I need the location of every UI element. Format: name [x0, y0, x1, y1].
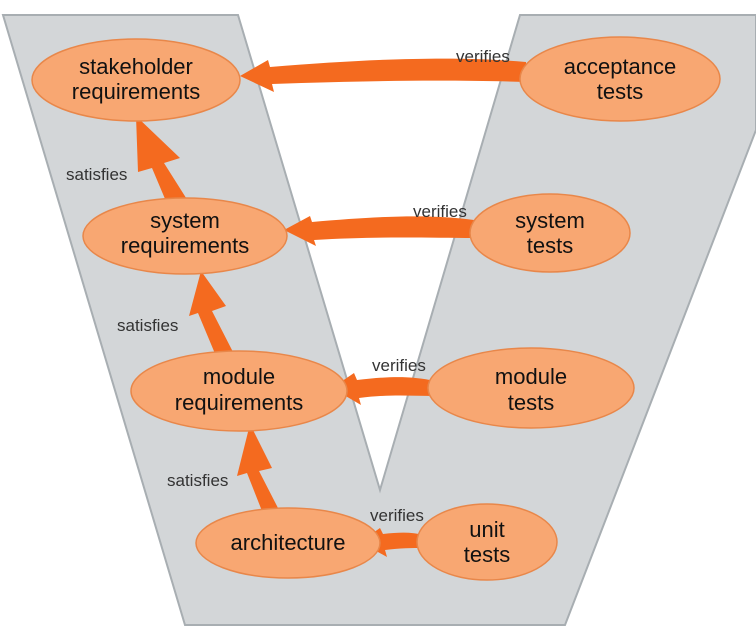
- edge-label-satisfies: satisfies: [167, 471, 228, 490]
- node-label: module: [203, 364, 275, 389]
- satisfies-arrow-2: [189, 271, 233, 356]
- node-system-tests: system tests: [469, 193, 631, 273]
- satisfies-arrow-1: [136, 116, 188, 206]
- node-unit-tests: unit tests: [416, 503, 558, 581]
- node-module-tests: module tests: [427, 347, 635, 429]
- verifies-arrow-1: [240, 58, 526, 92]
- node-label: tests: [508, 390, 554, 415]
- edge-label-satisfies: satisfies: [66, 165, 127, 184]
- node-label: tests: [464, 542, 510, 567]
- satisfies-arrow-3: [237, 424, 278, 511]
- edge-label-verifies: verifies: [370, 506, 424, 525]
- node-label: unit: [469, 517, 504, 542]
- node-label: requirements: [72, 79, 200, 104]
- node-label: requirements: [121, 233, 249, 258]
- node-module-requirements: module requirements: [130, 350, 348, 432]
- node-acceptance-tests: acceptance tests: [519, 36, 721, 122]
- node-label: tests: [597, 79, 643, 104]
- node-label: stakeholder: [79, 54, 193, 79]
- v-shape-background: [1, 14, 756, 626]
- verifies-arrow-3: [332, 373, 435, 405]
- node-label: architecture: [231, 530, 346, 555]
- node-label: system: [150, 208, 220, 233]
- node-stakeholder-requirements: stakeholder requirements: [31, 38, 241, 122]
- verifies-arrow-2: [284, 216, 474, 246]
- node-label: acceptance: [564, 54, 677, 79]
- node-label: tests: [527, 233, 573, 258]
- edge-label-verifies: verifies: [413, 202, 467, 221]
- edge-label-verifies: verifies: [372, 356, 426, 375]
- node-label: requirements: [175, 390, 303, 415]
- node-architecture: architecture: [195, 507, 381, 579]
- edge-label-satisfies: satisfies: [117, 316, 178, 335]
- edge-label-verifies: verifies: [456, 47, 510, 66]
- node-system-requirements: system requirements: [82, 197, 288, 275]
- node-label: module: [495, 364, 567, 389]
- node-label: system: [515, 208, 585, 233]
